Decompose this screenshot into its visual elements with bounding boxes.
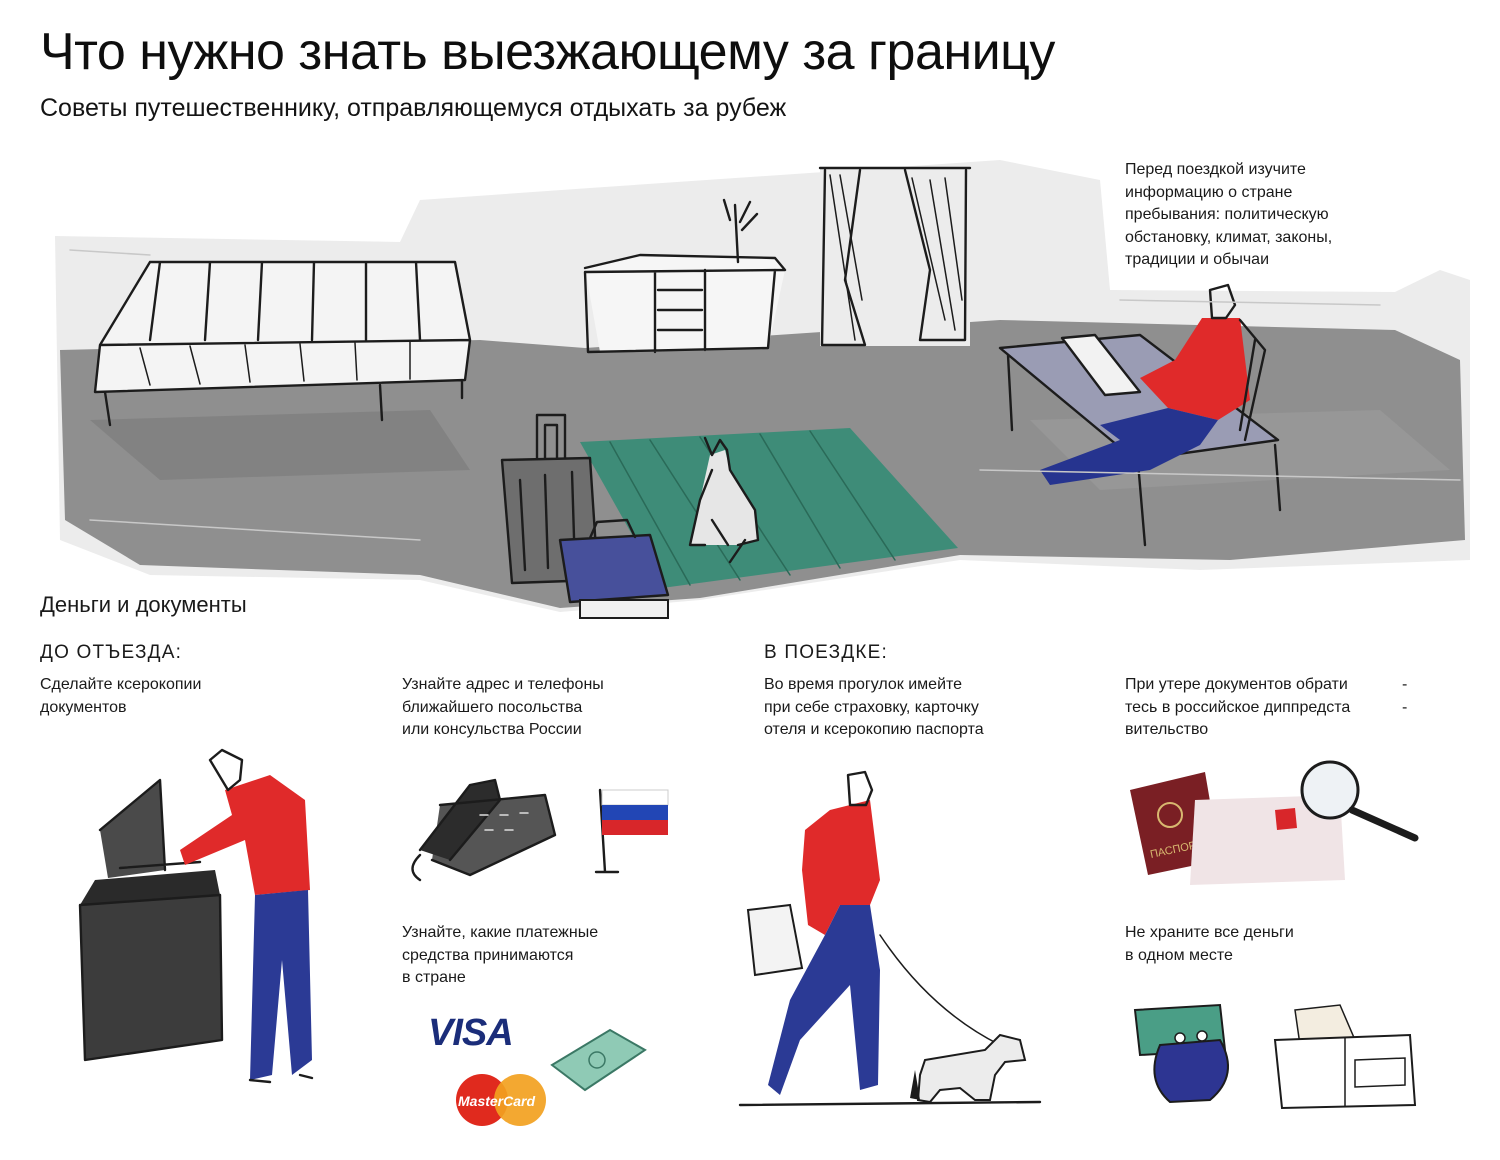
man-at-desk-illustration: [1040, 283, 1267, 485]
hero-tip-line: традиции и обычаи: [1125, 251, 1269, 268]
tip-line: ближайшего посольства: [402, 698, 583, 716]
passport-icon: ПАСПОРТ: [1130, 772, 1345, 885]
tip-line: Сделайте ксерокопии: [40, 676, 202, 693]
telephone-icon: [411, 778, 557, 882]
mastercard-logo: MasterCard: [456, 1074, 546, 1126]
cabinet-illustration: [583, 198, 787, 354]
hero-tip-line: пребывания: политическую: [1125, 206, 1329, 223]
tip-line: Узнайте, какие платежные: [402, 924, 599, 941]
tip-line: Во время прогулок имейте: [764, 676, 963, 693]
tip-payment: Узнайте, какие платежные средства приним…: [402, 922, 598, 990]
tip-line: при себе страховку, карточку: [764, 698, 979, 716]
tip-walks: Во время прогулок имейте при себе страхо…: [764, 674, 984, 742]
wallet-icon: [1273, 1004, 1417, 1110]
page-title: Что нужно знать выезжающему за границу: [40, 23, 1055, 81]
tip-line: вительство: [1125, 721, 1209, 738]
russian-flag-icon: [594, 788, 669, 874]
laptop-icon: [1060, 333, 1142, 397]
hero-tip-line: обстановку, климат, законы,: [1125, 228, 1333, 246]
hyphen-mark: -: [1402, 698, 1408, 716]
tip-embassy: Узнайте адрес и телефоны ближайшего посо…: [402, 674, 604, 742]
credit-card-icon: [550, 1028, 647, 1092]
tip-line: документов: [40, 698, 127, 716]
sofa-illustration: [93, 260, 472, 427]
tip-copies: Сделайте ксерокопии документов: [40, 674, 201, 719]
dog-icon: [910, 1033, 1027, 1104]
hero-tip-note: Перед поездкой изучите информацию о стра…: [1125, 159, 1332, 272]
on-trip-heading: В ПОЕЗДКЕ:: [764, 642, 889, 663]
hero-tip-line: информацию о стране: [1125, 183, 1293, 201]
visa-logo: VISA: [428, 1012, 514, 1054]
tip-line: в одном месте: [1125, 946, 1233, 964]
tip-line: При утере документов обрати: [1125, 676, 1348, 693]
man-walking-dog-illustration: [738, 770, 1042, 1107]
section-title: Деньги и документы: [40, 592, 247, 617]
tip-line: в стране: [402, 969, 466, 986]
page-subtitle: Советы путешественнику, отправляющемуся …: [40, 94, 787, 122]
tip-line: Узнайте адрес и телефоны: [402, 676, 604, 693]
travel-bag-icon: [558, 518, 670, 619]
hero-tip-line: Перед поездкой изучите: [1125, 161, 1306, 178]
tip-lost-hyphens: - -: [1402, 674, 1407, 719]
tip-line: отеля и ксерокопию паспорта: [764, 721, 984, 738]
copier-icon: [78, 778, 224, 1062]
hyphen-mark: -: [1402, 676, 1408, 693]
curtains-illustration: [818, 166, 972, 347]
tip-line: Не храните все деньги: [1125, 924, 1294, 941]
man-at-copier-illustration: [180, 748, 314, 1084]
tip-lost-documents: При утере документов обрати тесь в росси…: [1125, 674, 1350, 742]
purse-icon: [1133, 1003, 1229, 1104]
magnifier-icon: [1300, 760, 1419, 842]
mastercard-label: MasterCard: [458, 1093, 535, 1109]
dog-icon: [688, 436, 760, 564]
before-trip-heading: ДО ОТЪЕЗДА:: [40, 642, 183, 663]
tip-line: или консульства России: [402, 721, 582, 738]
tip-money: Не храните все деньги в одном месте: [1125, 922, 1294, 967]
tip-line: средства принимаются: [402, 946, 574, 964]
rug-illustration: [580, 428, 958, 588]
tip-line: тесь в российское диппредста: [1125, 698, 1351, 716]
